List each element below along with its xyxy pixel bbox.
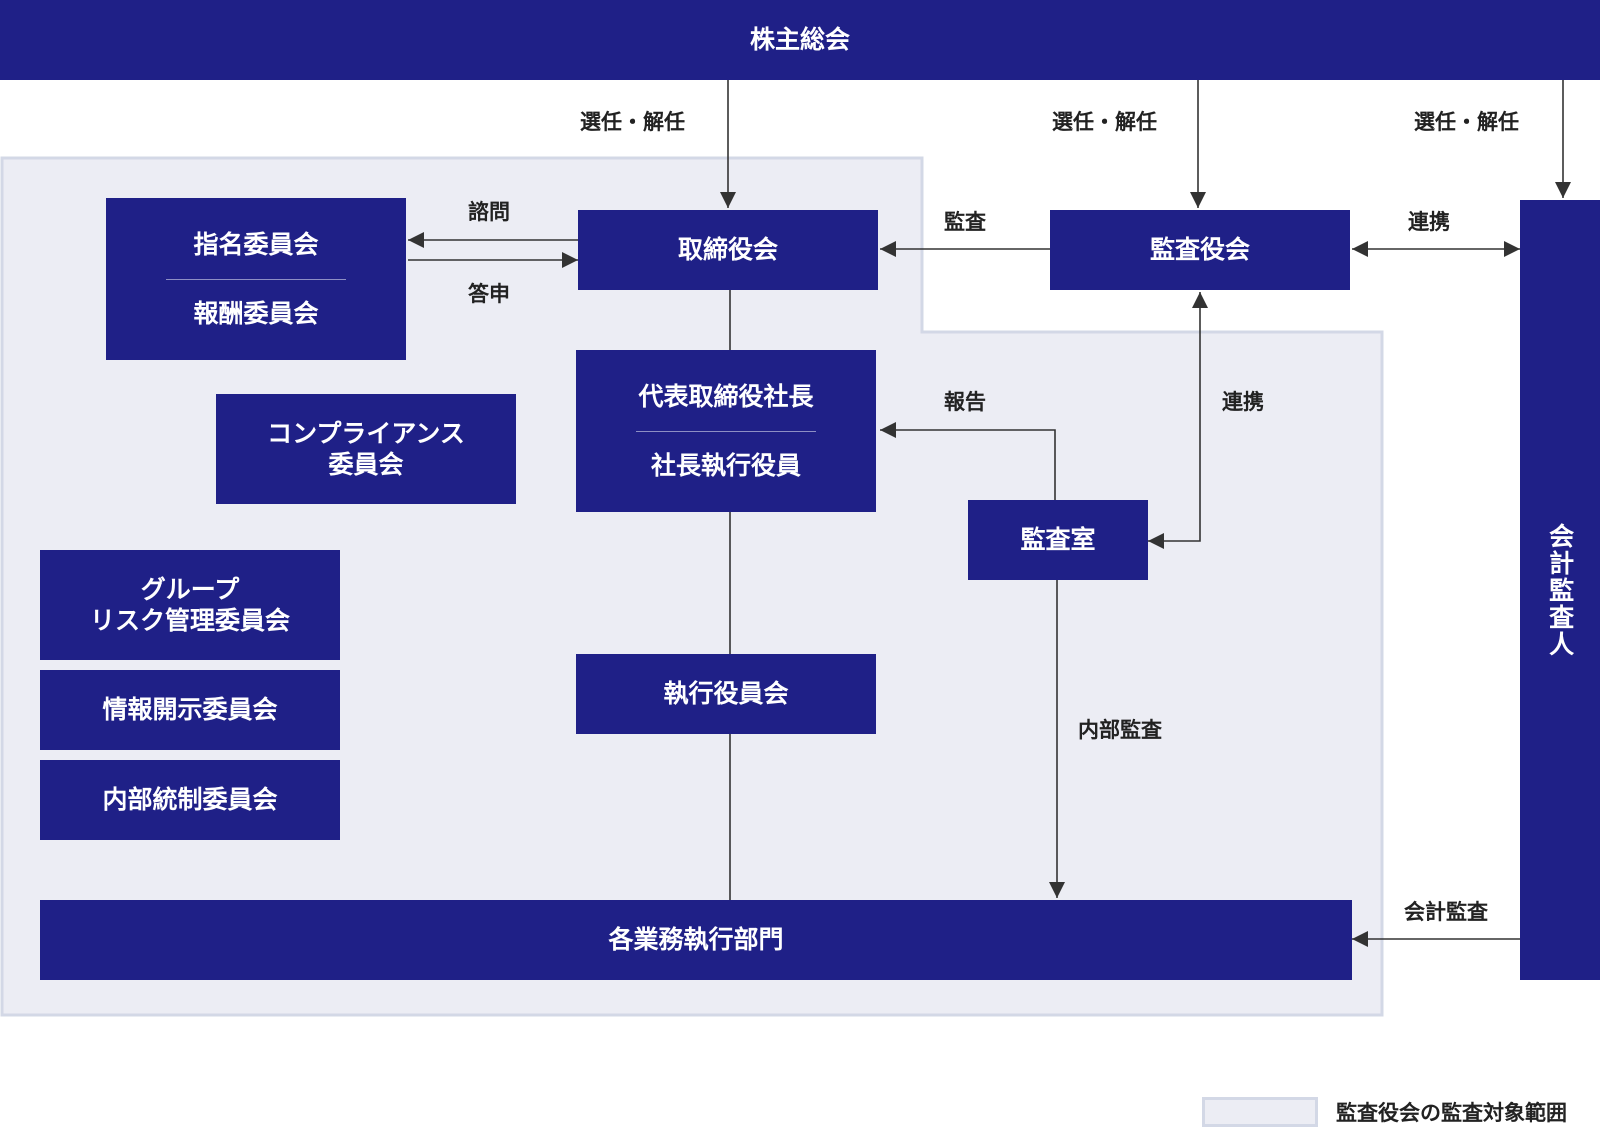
label-report: 報告 bbox=[944, 390, 986, 414]
compliance-committee: コンプライアンス 委員会 bbox=[216, 394, 516, 504]
representative-director-president: 代表取締役社長 bbox=[638, 382, 814, 412]
divider bbox=[636, 430, 816, 432]
business-execution-departments: 各業務執行部門 bbox=[40, 900, 1352, 980]
legend-swatch bbox=[1202, 1097, 1318, 1127]
label-answer: 答申 bbox=[468, 282, 510, 306]
label-elect-accounting-auditor: 選任・解任 bbox=[1414, 110, 1519, 134]
information-disclosure-committee: 情報開示委員会 bbox=[40, 670, 340, 750]
label-elect-audit-board: 選任・解任 bbox=[1052, 110, 1157, 134]
label-accounting-audit: 会計監査 bbox=[1404, 900, 1488, 924]
audit-and-supervisory-board: 監査役会 bbox=[1050, 210, 1350, 290]
legend: 監査役会の監査対象範囲 bbox=[1202, 1094, 1567, 1130]
label-elect-board: 選任・解任 bbox=[580, 110, 685, 134]
shareholders-meeting: 株主総会 bbox=[0, 0, 1600, 80]
president-box: 代表取締役社長 社長執行役員 bbox=[576, 350, 876, 512]
internal-control-committee: 内部統制委員会 bbox=[40, 760, 340, 840]
president-executive-officer: 社長執行役員 bbox=[650, 450, 801, 480]
board-of-directors: 取締役会 bbox=[578, 210, 878, 290]
label-coop1: 連携 bbox=[1408, 210, 1450, 234]
label-audit: 監査 bbox=[944, 210, 986, 234]
label-consult: 諮問 bbox=[468, 200, 510, 224]
label-internal-audit: 内部監査 bbox=[1078, 718, 1162, 742]
compensation-committee: 報酬委員会 bbox=[193, 298, 319, 328]
audit-office: 監査室 bbox=[968, 500, 1148, 580]
nomination-committee: 指名委員会 bbox=[193, 230, 319, 260]
divider bbox=[166, 278, 346, 280]
accounting-auditor: 会計監査人 bbox=[1520, 200, 1600, 980]
group-risk-management-committee: グループ リスク管理委員会 bbox=[40, 550, 340, 660]
nomination-compensation-committees: 指名委員会 報酬委員会 bbox=[106, 198, 406, 360]
edge-report bbox=[880, 422, 1056, 500]
label-coop2: 連携 bbox=[1222, 390, 1264, 414]
executive-officers-committee: 執行役員会 bbox=[576, 654, 876, 734]
edge-coop2 bbox=[1148, 292, 1208, 549]
legend-label: 監査役会の監査対象範囲 bbox=[1336, 1101, 1567, 1125]
